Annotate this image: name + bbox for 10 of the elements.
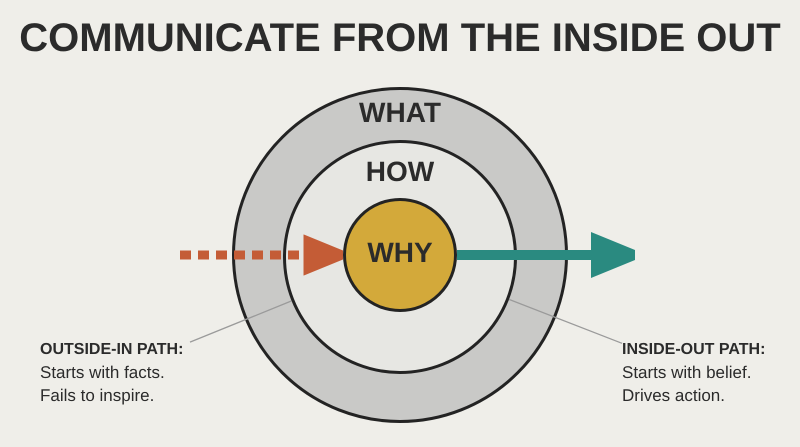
callout-text: Starts with facts. Fails to inspire. bbox=[40, 362, 166, 407]
layer-title: HOW bbox=[366, 158, 434, 186]
leader-line bbox=[508, 298, 622, 344]
layer-title: WHAT bbox=[359, 99, 441, 127]
callout-heading: INSIDE-OUT PATH: bbox=[622, 340, 766, 360]
callout-heading: OUTSIDE-IN PATH: bbox=[40, 340, 184, 360]
title: COMMUNICATE FROM THE INSIDE OUT bbox=[19, 18, 781, 58]
leader-line bbox=[190, 300, 292, 343]
layer-title: WHY bbox=[367, 239, 433, 267]
callout-text: Starts with belief. Drives action. bbox=[622, 362, 752, 407]
